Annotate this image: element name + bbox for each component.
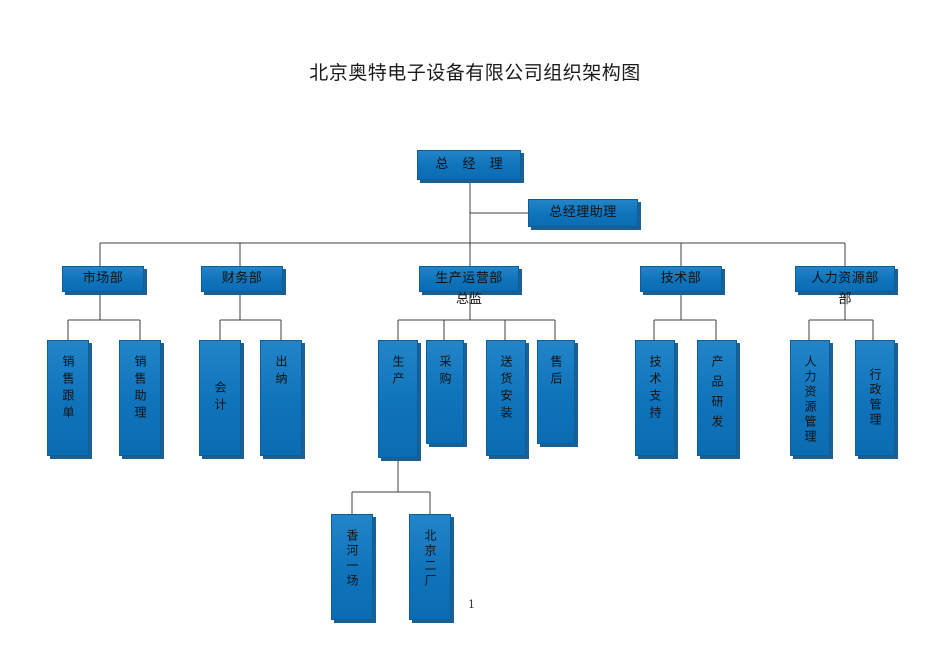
node-label: 出纳 xyxy=(274,355,288,389)
node-sales-assistant[interactable]: 销售助理 xyxy=(119,340,161,456)
page-title: 北京奥特电子设备有限公司组织架构图 xyxy=(309,62,641,84)
node-administration[interactable]: 行政管理 xyxy=(855,340,895,456)
node-label: 技术支持 xyxy=(648,355,662,423)
node-label: 采购 xyxy=(438,355,452,389)
node-gm-assistant[interactable]: 总经理助理 xyxy=(528,199,638,227)
node-technical-support[interactable]: 技术支持 xyxy=(635,340,675,456)
node-label: 产品研发 xyxy=(710,355,724,435)
node-label: 总 经 理 xyxy=(435,157,508,173)
node-label: 香河一场 xyxy=(345,529,359,589)
page-number: 1 xyxy=(468,598,475,611)
node-product-rd[interactable]: 产品研发 xyxy=(697,340,737,456)
node-cashier[interactable]: 出纳 xyxy=(260,340,302,456)
node-xianghe-plant[interactable]: 香河一场 xyxy=(331,514,373,620)
node-department-marketing[interactable]: 市场部 xyxy=(62,266,144,292)
node-label: 行政管理 xyxy=(868,368,882,428)
node-delivery-installation[interactable]: 送货安装 xyxy=(486,340,526,456)
node-label: 售后 xyxy=(549,355,563,389)
node-overflow-hr: 部 xyxy=(838,292,852,307)
node-production[interactable]: 生产 xyxy=(378,340,418,458)
node-label: 送货安装 xyxy=(499,355,513,423)
node-department-technology[interactable]: 技术部 xyxy=(640,266,722,292)
node-label: 财务部 xyxy=(221,271,263,287)
node-label: 人力资源部 xyxy=(811,271,879,287)
node-label: 总经理助理 xyxy=(549,205,617,221)
node-label: 销售助理 xyxy=(133,355,147,423)
node-label: 销售跟单 xyxy=(61,355,75,423)
node-department-operations[interactable]: 生产运营部 xyxy=(419,266,519,292)
node-label: 北京二厂 xyxy=(423,529,437,589)
node-hr-management[interactable]: 人力资源管理 xyxy=(790,340,830,456)
node-label: 技术部 xyxy=(660,271,702,287)
node-beijing-plant-2[interactable]: 北京二厂 xyxy=(409,514,451,620)
node-label: 市场部 xyxy=(82,271,124,287)
node-department-hr[interactable]: 人力资源部 xyxy=(795,266,895,292)
node-label: 生产 xyxy=(391,355,405,389)
node-sales-order-tracking[interactable]: 销售跟单 xyxy=(47,340,89,456)
node-overflow-operations: 总监 xyxy=(455,292,482,307)
node-label: 人力资源管理 xyxy=(803,355,817,445)
node-after-sales[interactable]: 售后 xyxy=(537,340,575,444)
node-accountant[interactable]: 会计 xyxy=(199,340,241,456)
node-department-finance[interactable]: 财务部 xyxy=(201,266,283,292)
node-general-manager[interactable]: 总 经 理 xyxy=(417,150,521,180)
node-purchasing[interactable]: 采购 xyxy=(426,340,464,444)
node-label: 会计 xyxy=(213,381,227,415)
node-label: 生产运营部 xyxy=(435,271,503,287)
